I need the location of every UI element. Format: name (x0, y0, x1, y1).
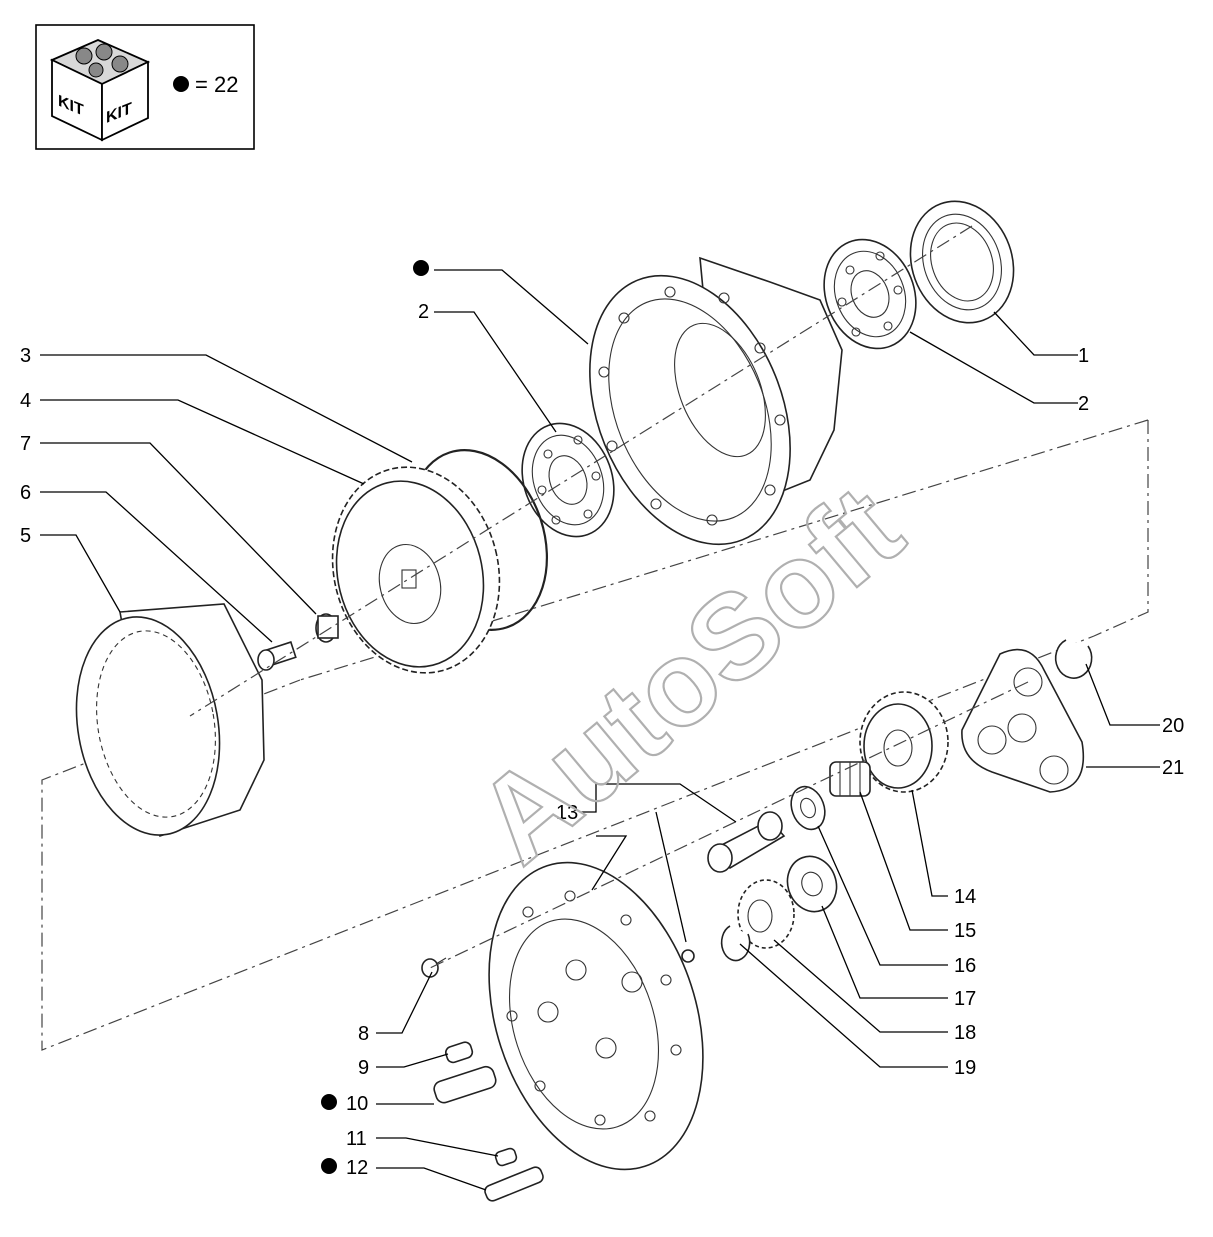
callout-21: 21 (1162, 757, 1184, 779)
bearing-left (521, 422, 615, 538)
dowel-pin (444, 1041, 474, 1064)
kit-box-icon: KIT KIT (49, 39, 151, 142)
callout-9: 9 (358, 1057, 369, 1079)
callout-20: 20 (1162, 715, 1184, 737)
kit-bullet-housing (413, 260, 429, 276)
callout-11: 11 (346, 1128, 367, 1150)
callout-7: 7 (20, 433, 31, 455)
locating-pin (315, 613, 339, 643)
needle-bearing (829, 761, 871, 797)
wheel-hub-housing (589, 256, 843, 546)
planet-gear-large (859, 691, 949, 793)
planet-shaft (707, 811, 786, 873)
retaining-clip (720, 925, 751, 962)
callout-14: 14 (954, 886, 976, 908)
lower-axis (429, 681, 1029, 969)
thrust-washer-small (790, 785, 826, 831)
callout-12: 12 (346, 1157, 368, 1179)
callout-5: 5 (20, 525, 31, 547)
callout-6: 6 (20, 482, 31, 504)
circlip (1054, 639, 1093, 679)
flange-screw (421, 957, 447, 978)
callout-2-left: 2 (418, 301, 429, 323)
callout-8: 8 (358, 1023, 369, 1045)
callout-17: 17 (954, 988, 976, 1010)
hub-flange (488, 861, 704, 1171)
callout-15: 15 (954, 920, 976, 942)
callout-2-right: 2 (1078, 393, 1089, 415)
planet-carrier-plate (961, 648, 1084, 793)
thrust-washer-large (786, 855, 838, 913)
cap-screw (257, 641, 297, 671)
planet-gear-small (737, 879, 795, 949)
kit-bullet-10 (321, 1094, 337, 1110)
callout-10: 10 (346, 1093, 368, 1115)
kit-equals-label: = 22 (195, 72, 238, 97)
wheel-stud (484, 1166, 544, 1202)
callout-4: 4 (20, 390, 31, 412)
seal-ring (909, 200, 1015, 324)
kit-bullet-icon (173, 76, 189, 92)
subassembly-boundary (41, 420, 1149, 1051)
short-dowel (494, 1147, 518, 1167)
callout-13: 13 (556, 802, 578, 824)
callout-18: 18 (954, 1022, 976, 1044)
stud-bolt (433, 1065, 497, 1104)
callout-19: 19 (954, 1057, 976, 1079)
internal-ring-gear (75, 603, 265, 838)
callout-16: 16 (954, 955, 976, 977)
callout-1: 1 (1078, 345, 1089, 367)
upper-axis (189, 225, 973, 717)
bearing-right (823, 238, 917, 350)
leader-lines (40, 269, 1160, 1191)
kit-bullet-12 (321, 1158, 337, 1174)
callout-3: 3 (20, 345, 31, 367)
kit-legend: KIT KIT = 22 (35, 24, 255, 150)
grease-nipple (681, 949, 695, 963)
gear-carrier (331, 466, 501, 674)
